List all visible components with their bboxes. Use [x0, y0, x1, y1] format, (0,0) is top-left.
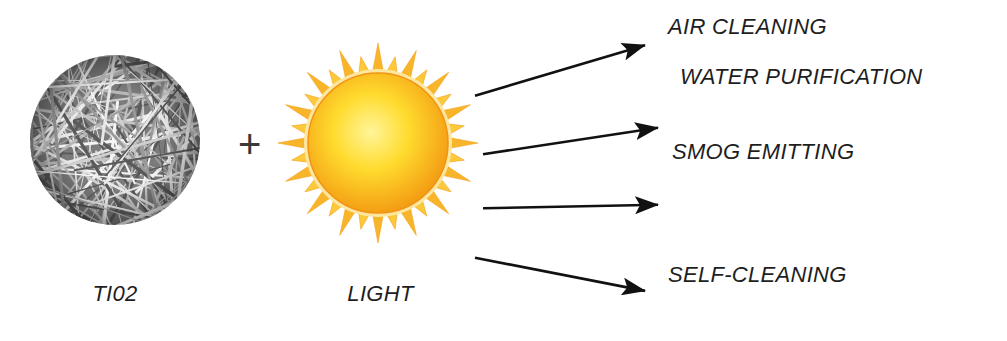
arrow-connector — [475, 45, 645, 96]
application-label: SMOG EMITTING — [658, 139, 854, 209]
material-label: TI02 — [30, 281, 200, 307]
application-text: SMOG EMITTING — [672, 139, 854, 165]
application-text: AIR CLEANING — [668, 14, 827, 40]
application-label: AIR CLEANING — [645, 14, 827, 52]
tio2-fiber-circle: TI02 — [30, 55, 200, 307]
sun-icon: LIGHT — [278, 35, 483, 307]
sun-shape — [278, 35, 483, 260]
arrow-connector — [483, 128, 658, 155]
light-label: LIGHT — [278, 281, 483, 307]
fiber-shape — [30, 55, 200, 225]
application-label: WATER PURIFICATION — [658, 64, 923, 134]
application-text: SELF-CLEANING — [668, 262, 847, 288]
application-label: SELF-CLEANING — [645, 262, 847, 296]
arrow-connector — [475, 258, 645, 291]
application-text: WATER PURIFICATION — [680, 64, 923, 90]
arrow-connector — [483, 205, 658, 208]
plus-sign: + — [238, 122, 261, 166]
